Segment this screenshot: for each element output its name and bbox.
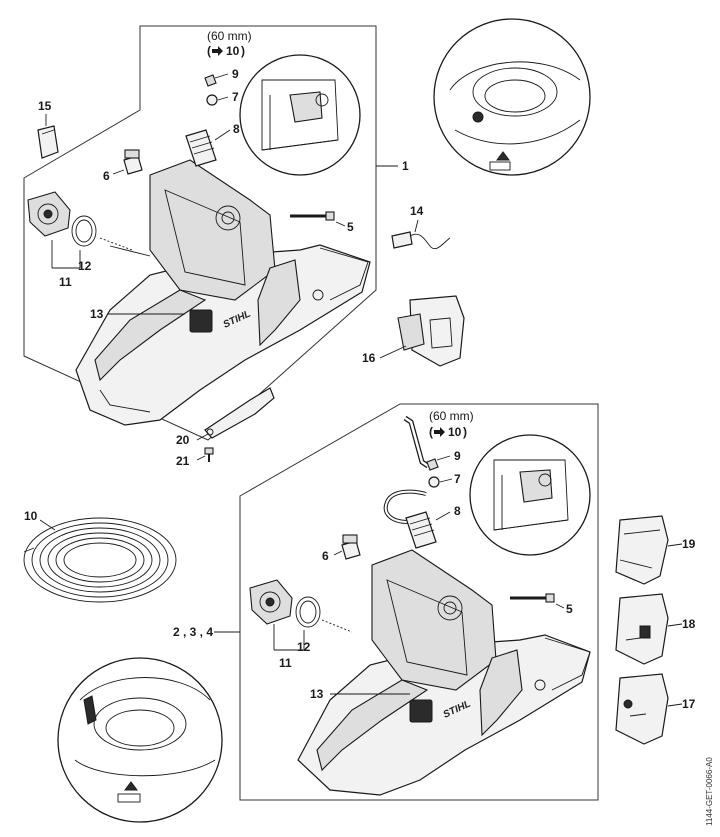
upper-callout-12: 12 — [78, 259, 92, 273]
upper-hose-ref-note: 10 — [226, 44, 240, 58]
upper-hose-ref-close: ) — [241, 44, 245, 58]
lower-callout-19: 19 — [682, 537, 696, 551]
lower-assembly-label: 2 , 3 , 4 — [173, 625, 213, 639]
upper-callout-8: 8 — [233, 122, 240, 136]
upper-assembly-label: 1 — [402, 159, 409, 173]
lower-assembly-frame — [239, 403, 599, 801]
lower-callout-9: 9 — [454, 449, 461, 463]
upper-part-6 — [123, 149, 143, 175]
lower-part-5 — [510, 593, 555, 603]
lower-part-11 — [249, 579, 353, 633]
lower-hose-ref-close: ) — [463, 425, 467, 439]
part-16 — [397, 295, 465, 367]
lower-callout-5: 5 — [566, 602, 573, 616]
upper-callout-15: 15 — [38, 99, 52, 113]
upper-callout-9: 9 — [232, 67, 239, 81]
upper-callout-16: 16 — [362, 351, 376, 365]
lower-callout-7: 7 — [454, 472, 461, 486]
upper-callout-14: 14 — [410, 204, 424, 218]
upper-callout-7: 7 — [232, 90, 239, 104]
leader-lines — [39, 73, 683, 707]
upper-callout-20: 20 — [176, 433, 190, 447]
upper-callout-11: 11 — [59, 275, 72, 289]
part-21 — [204, 447, 214, 462]
upper-callout-13: 13 — [90, 307, 104, 321]
lower-callout-11: 11 — [279, 656, 292, 670]
part-18 — [615, 593, 669, 665]
lower-detail-circle-outer — [57, 657, 223, 823]
lower-detail-circle-inner — [469, 434, 591, 556]
upper-detail-circle-inner — [239, 54, 361, 176]
lower-hose-ref-note: 10 — [448, 425, 462, 439]
part-17 — [615, 673, 669, 745]
upper-fuel-line — [162, 34, 218, 167]
part-20 — [204, 387, 275, 439]
upper-hose-length-note: (60 mm) — [207, 29, 252, 43]
upper-callout-6: 6 — [103, 169, 110, 183]
part-10-coil — [23, 517, 177, 603]
upper-detail-circle-outer — [433, 18, 591, 176]
lower-housing: STIHL — [297, 549, 591, 796]
upper-hose-ref-open: ( — [207, 44, 211, 58]
lower-part-6 — [341, 534, 361, 560]
upper-part-11 — [27, 191, 133, 251]
lower-hose-ref-open: ( — [429, 425, 433, 439]
upper-housing: STIHL — [75, 159, 371, 426]
upper-part-5 — [290, 211, 335, 221]
lower-callout-18: 18 — [682, 617, 696, 631]
part-19 — [615, 515, 669, 585]
upper-callout-5: 5 — [347, 220, 354, 234]
upper-arrow-icon — [212, 46, 223, 56]
lower-callout-12: 12 — [297, 640, 311, 654]
lower-callout-13: 13 — [310, 687, 324, 701]
drawing-code: 1144-GET-0066-A0 — [705, 757, 714, 826]
upper-callout-21: 21 — [176, 454, 190, 468]
lower-callout-6: 6 — [322, 549, 329, 563]
lower-callout-8: 8 — [454, 504, 461, 518]
part-14 — [391, 231, 451, 250]
lower-hose-length-note: (60 mm) — [429, 409, 474, 423]
upper-part-15 — [37, 125, 59, 159]
lower-fuel-line — [383, 415, 440, 549]
lower-callout-17: 17 — [682, 697, 696, 711]
lower-callout-10: 10 — [24, 509, 38, 523]
lower-arrow-icon — [434, 427, 445, 437]
